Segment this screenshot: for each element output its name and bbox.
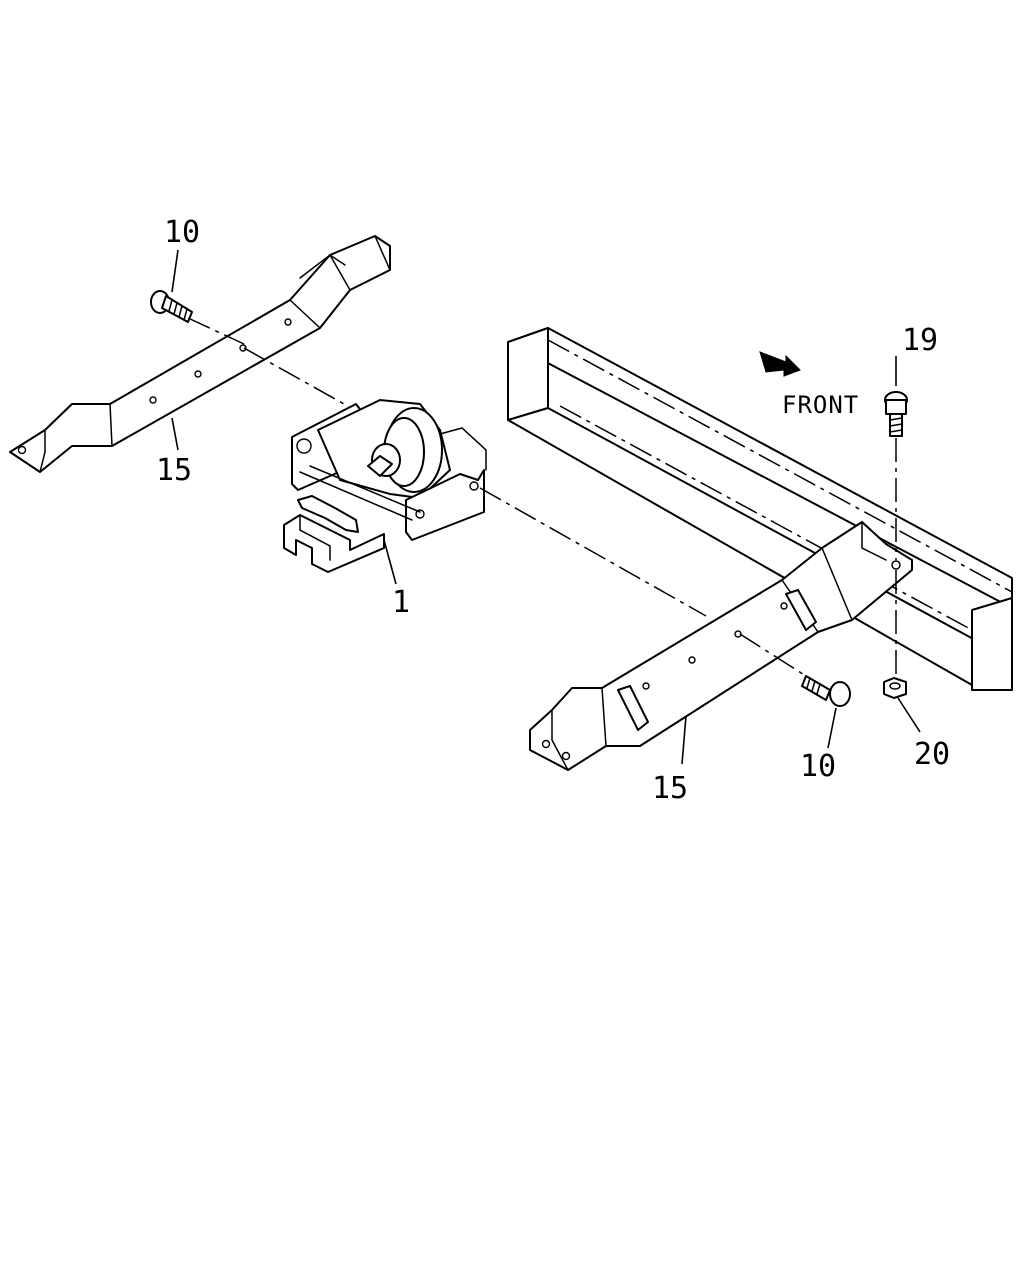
front-arrow: FRONT [759,351,859,419]
callout-bracket-right: 15 [652,771,688,806]
callout-spare-tire-carrier: 1 [392,585,410,620]
bracket-left [9,235,391,473]
callout-bolt-left: 10 [164,215,200,250]
alignment-lines [187,317,897,677]
nut [883,677,907,699]
bolt-vertical [884,391,908,437]
callout-bolt-vertical: 19 [902,323,938,358]
spare-tire-carrier [283,399,487,573]
arrow-icon [759,351,801,377]
bracket-hole [17,445,27,455]
front-label: FRONT [782,391,859,419]
callout-bracket-left: 15 [156,453,192,488]
callout-numbers: 10 15 1 19 15 10 20 [156,215,950,806]
callout-nut: 20 [914,737,950,772]
bolt-right [801,675,851,707]
frame-rail [507,327,1013,691]
bracket-right [529,521,913,771]
leader-lines [171,249,921,765]
bolt-left [150,290,193,323]
callout-bolt-right: 10 [800,749,836,784]
